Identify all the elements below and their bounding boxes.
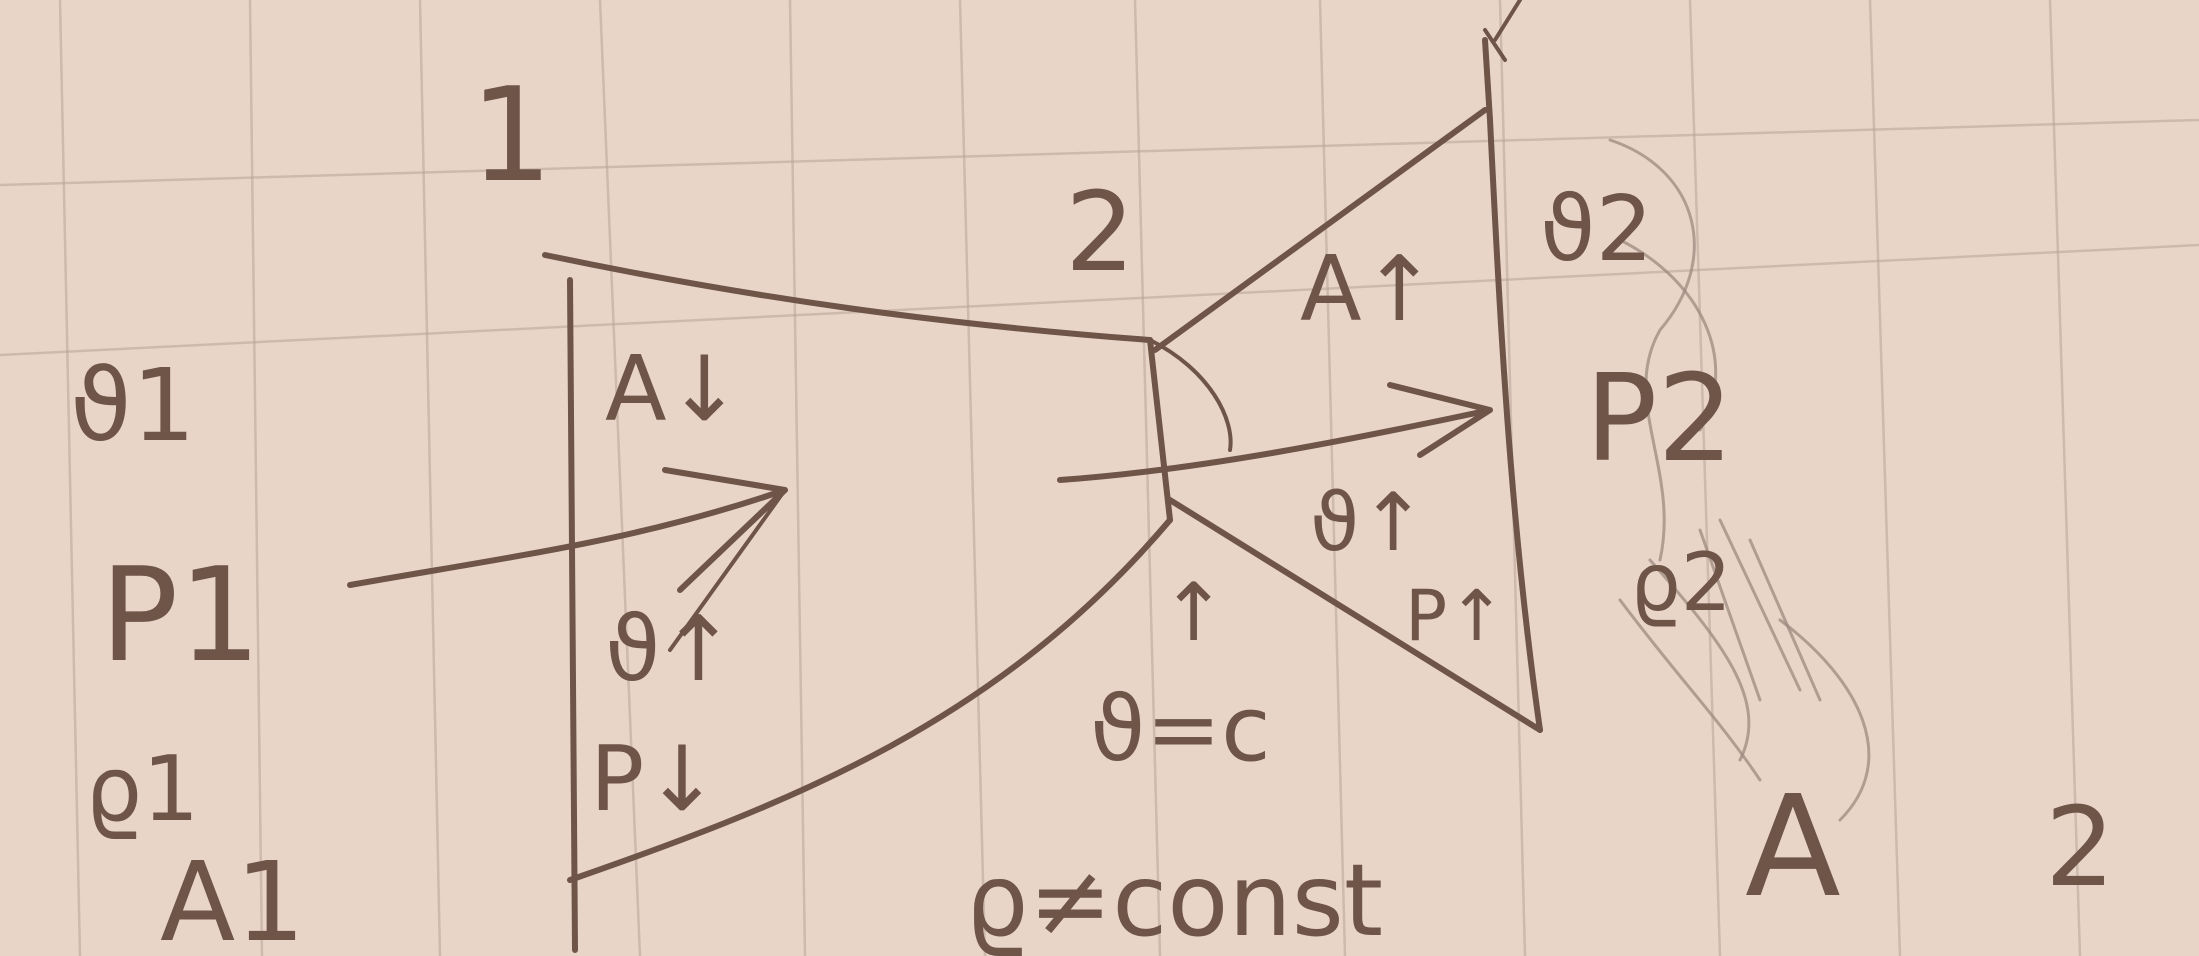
pressure-2-label: P2	[1585, 350, 1734, 489]
speed-increase-note: ϑ↑	[605, 597, 736, 702]
throat-arc	[1148, 338, 1233, 452]
speed-2-label: ϑ2	[1540, 177, 1653, 282]
area-1-label: A1	[160, 838, 305, 956]
density-not-const-note: ϱ≠const	[965, 842, 1383, 956]
pressure-decrease-note: P↓	[590, 727, 720, 832]
velocity-arrow-icon	[668, 488, 787, 652]
pencil-scribbles	[1608, 138, 1871, 822]
throat-arrow: ↑	[1160, 566, 1227, 659]
pressure-1-label: P1	[100, 539, 261, 691]
right-section-labels: ϑ2 P2 ϱ2 A 2	[1540, 177, 2115, 929]
speed-1-label: ϑ1	[70, 347, 196, 464]
flow-lines	[347, 382, 1493, 652]
converging-notes: A↓ ϑ↑ P↓	[590, 337, 742, 832]
flow-arrow-icon	[347, 467, 788, 593]
area-2-index: 2	[2045, 783, 2115, 911]
speed-increase-note-2: ϑ↑	[1310, 476, 1427, 569]
outlet-top-mark	[1483, 0, 1522, 62]
area-decrease-note: A↓	[605, 337, 742, 442]
left-section-labels: 1 ϑ1 P1 ϱ1 A1	[70, 59, 553, 956]
section-1-number: 1	[470, 59, 553, 211]
pressure-increase-note: P↑	[1405, 575, 1506, 657]
density-2-label: ϱ2	[1630, 536, 1732, 629]
inlet-line	[567, 277, 578, 953]
outlet-line	[1482, 37, 1543, 733]
converging-upper-wall	[542, 252, 1153, 343]
diverging-upper-wall	[1152, 107, 1488, 353]
diverging-lower-wall	[1167, 497, 1543, 733]
sonic-condition-label: ϑ=c	[1090, 677, 1271, 782]
throat-line	[1147, 337, 1173, 523]
converging-lower-wall	[567, 517, 1173, 883]
density-1-label: ϱ1	[85, 737, 199, 842]
area-2-label: A	[1745, 766, 1841, 929]
diverging-notes: A↑ ϑ↑ P↑	[1300, 237, 1506, 657]
throat-number: 2	[1065, 168, 1135, 296]
throat-labels: 2 ↑ ϑ=c ϱ≠const	[965, 168, 1383, 956]
diverging-flow-arrow-icon	[1057, 382, 1493, 483]
area-increase-note: A↑	[1300, 237, 1437, 342]
nozzle-outline	[542, 0, 1543, 953]
